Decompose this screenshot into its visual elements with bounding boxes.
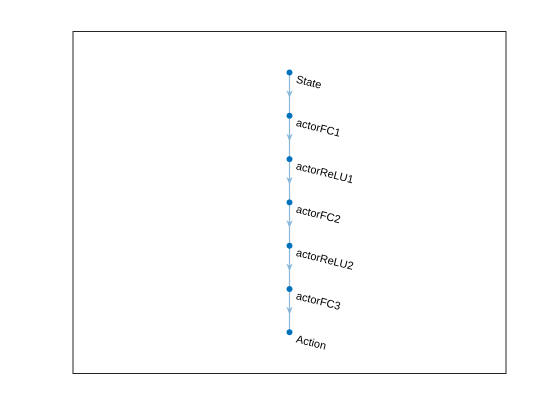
edge-arrowhead-n4-n5 bbox=[286, 220, 293, 229]
edge-arrowhead-n3-n4 bbox=[286, 176, 293, 185]
node-n7 bbox=[286, 329, 293, 336]
edges-layer bbox=[286, 72, 293, 333]
edge-arrowhead-n1-n2 bbox=[286, 90, 293, 99]
nodes-layer bbox=[286, 69, 293, 336]
node-n2 bbox=[286, 112, 293, 119]
edge-arrowhead-n5-n6 bbox=[286, 263, 293, 272]
node-n4 bbox=[286, 199, 293, 206]
node-n6 bbox=[286, 286, 293, 292]
node-n1 bbox=[286, 69, 293, 76]
node-n3 bbox=[286, 156, 293, 163]
edge-arrowhead-n2-n3 bbox=[286, 133, 293, 142]
edge-arrowhead-n6-n7 bbox=[286, 306, 293, 315]
node-n5 bbox=[286, 242, 293, 249]
